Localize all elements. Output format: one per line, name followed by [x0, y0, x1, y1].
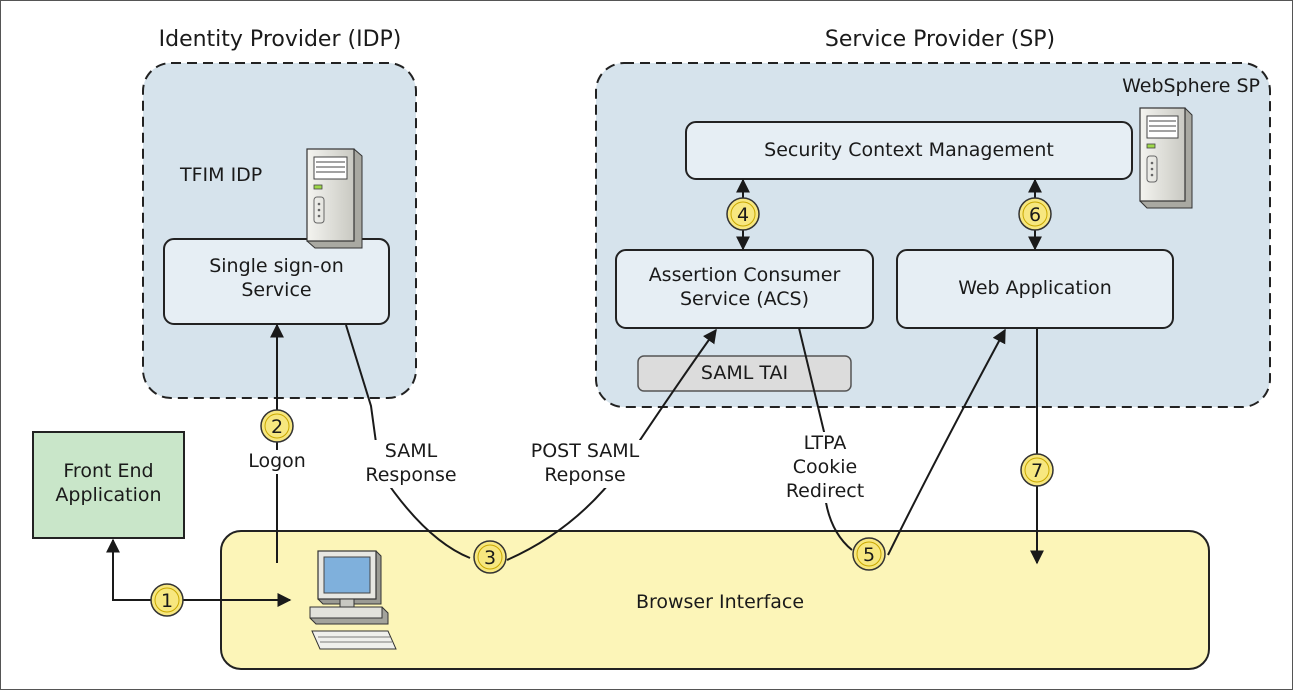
sso-service-label: Single sign-on Service [164, 255, 389, 303]
ltpa-label: LTPA Cookie Redirect [765, 432, 885, 504]
ltpa-line: Redirect [785, 479, 865, 502]
saml-response-label: SAML Response [352, 440, 470, 488]
step-number: 3 [484, 547, 496, 569]
sp-title: Service Provider (SP) [824, 27, 1056, 52]
step-badge: 2 [260, 409, 294, 443]
idp-container [142, 62, 417, 399]
websphere-sp-label: WebSphere SP [1122, 75, 1260, 97]
sso-service-line: Service [241, 278, 312, 301]
saml-response-line: SAML [384, 440, 438, 462]
server-icon [306, 148, 363, 249]
step-number: 6 [1029, 204, 1041, 226]
browser-interface-label: Browser Interface [635, 591, 805, 613]
security-context-box [685, 121, 1133, 180]
front-end-line: Front End [63, 460, 154, 482]
logon-label: Logon [232, 450, 322, 474]
front-end-line: Application [55, 483, 162, 506]
security-context-label: Security Context Management [764, 139, 1054, 161]
idp-title: Identity Provider (IDP) [158, 27, 402, 52]
tfim-idp-label: TFIM IDP [180, 164, 263, 186]
front-end-arrow [106, 538, 292, 607]
step-badge: 3 [473, 540, 507, 574]
step-badge: 4 [726, 197, 760, 231]
ltpa-line: Cookie [792, 455, 858, 478]
step-badge: 1 [150, 583, 184, 617]
step-number: 4 [737, 204, 749, 226]
saml-response-line: Response [365, 463, 457, 486]
computer-icon [309, 550, 397, 650]
saml-tai-label: SAML TAI [700, 362, 789, 384]
step-number: 7 [1031, 460, 1043, 482]
acs-line: Service (ACS) [679, 287, 810, 310]
server-icon [1139, 107, 1193, 209]
step-number: 5 [863, 544, 875, 566]
post-saml-label: POST SAML Reponse [515, 440, 655, 488]
front-end-label: Front End Application [33, 460, 184, 508]
post-saml-line: Reponse [544, 463, 626, 486]
front-end-app-box [32, 431, 185, 539]
ltpa-line: LTPA [803, 432, 847, 454]
web-app-arrow [887, 328, 1006, 556]
acs-label: Assertion Consumer Service (ACS) [616, 264, 873, 312]
post-saml-line: POST SAML [530, 440, 640, 462]
step-number: 2 [271, 416, 283, 438]
step-number: 1 [161, 590, 173, 612]
step-badge: 5 [852, 537, 886, 571]
step-badge: 6 [1018, 197, 1052, 231]
acs-line: Assertion Consumer [648, 264, 841, 286]
web-app-label: Web Application [958, 277, 1112, 299]
sso-service-line: Single sign-on [209, 255, 344, 277]
step-badge: 7 [1020, 453, 1054, 487]
